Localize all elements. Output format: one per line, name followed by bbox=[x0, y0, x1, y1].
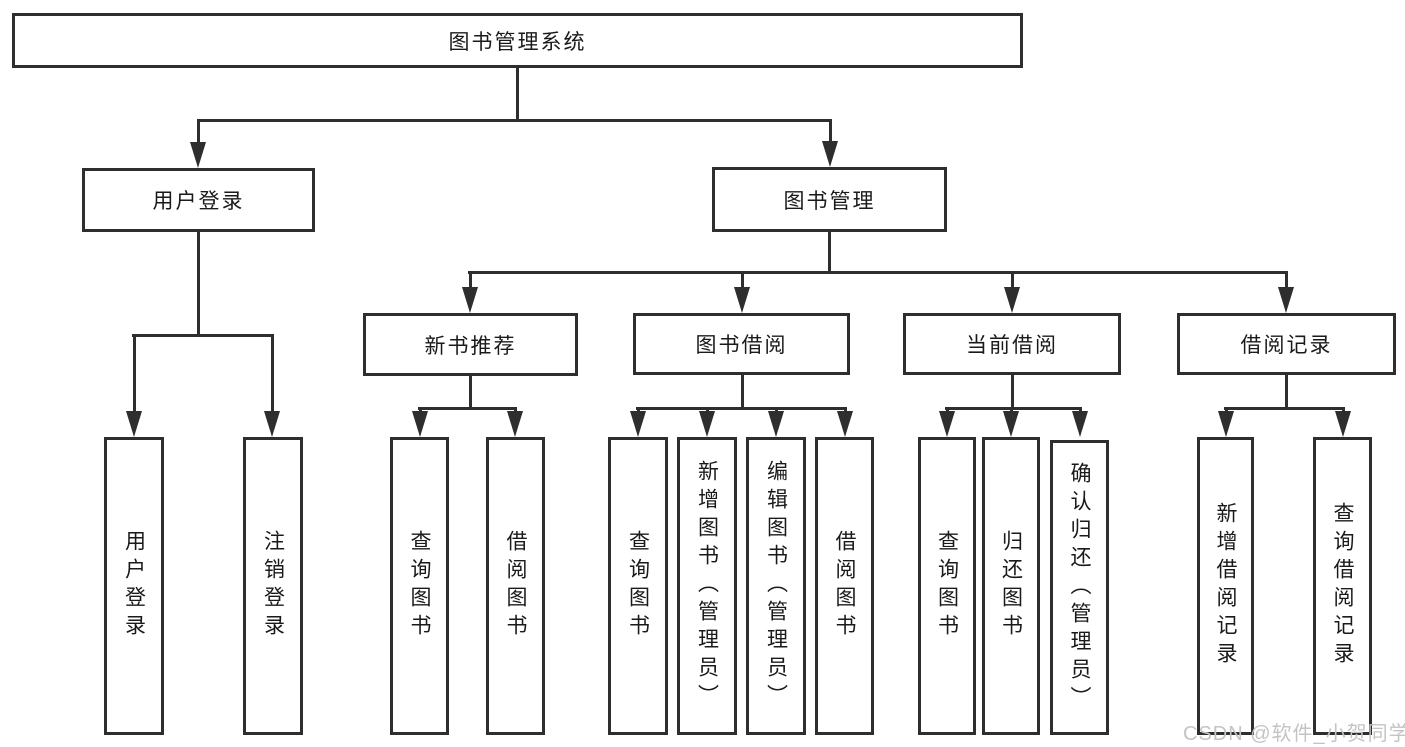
leaf-logout-login: 注销登录 bbox=[243, 437, 303, 735]
node-borrowing-records: 借阅记录 bbox=[1177, 313, 1396, 375]
connector-arrow-shaft bbox=[469, 271, 472, 291]
node-label: 编辑图书（管理员） bbox=[764, 460, 788, 712]
node-label: 借阅记录 bbox=[1240, 334, 1333, 357]
node-label: 注销登录 bbox=[261, 530, 285, 642]
connector-root-bus bbox=[197, 119, 831, 122]
leaf-confirm-return-admin: 确认归还（管理员） bbox=[1050, 440, 1109, 735]
connector-arrow-shaft bbox=[197, 119, 200, 145]
leaf-return-books: 归还图书 bbox=[982, 437, 1040, 735]
leaf-add-book-admin: 新增图书（管理员） bbox=[677, 437, 737, 735]
connector-book-mgmt-stem bbox=[828, 230, 831, 274]
arrow-down-icon bbox=[768, 411, 784, 437]
connector-user-login-bus bbox=[132, 334, 274, 337]
connector-borrow-records-stem bbox=[1285, 373, 1288, 408]
arrow-down-icon bbox=[126, 411, 142, 437]
connector-arrow-shaft bbox=[1285, 271, 1288, 291]
arrow-down-icon bbox=[1218, 411, 1234, 437]
arrow-down-icon bbox=[507, 411, 523, 437]
node-book-borrowing: 图书借阅 bbox=[633, 313, 850, 375]
node-label: 图书借阅 bbox=[695, 334, 788, 357]
arrow-down-icon bbox=[1278, 287, 1294, 313]
connector-book-mgmt-bus bbox=[468, 271, 1287, 274]
node-library-management-system: 图书管理系统 bbox=[12, 13, 1023, 68]
node-new-book-recommendation: 新书推荐 bbox=[363, 313, 578, 376]
connector-arrow-shaft bbox=[1011, 271, 1014, 291]
arrow-down-icon bbox=[1004, 287, 1020, 313]
leaf-query-books-borrowing: 查询图书 bbox=[608, 437, 668, 735]
node-book-management: 图书管理 bbox=[712, 167, 947, 232]
node-label: 确认归还（管理员） bbox=[1068, 461, 1091, 714]
arrow-down-icon bbox=[630, 411, 646, 437]
node-label: 借阅图书 bbox=[833, 530, 856, 642]
connector-arrow-shaft bbox=[829, 119, 832, 144]
connector-current-borrow-bus bbox=[945, 407, 1082, 410]
node-label: 新增借阅记录 bbox=[1214, 502, 1237, 670]
connector-arrow-shaft bbox=[271, 334, 274, 414]
node-label: 用户登录 bbox=[122, 530, 146, 642]
connector-current-borrow-stem bbox=[1011, 373, 1014, 408]
node-label: 新增图书（管理员） bbox=[695, 460, 719, 712]
node-label: 新书推荐 bbox=[424, 334, 517, 358]
arrow-down-icon bbox=[699, 411, 715, 437]
arrow-down-icon bbox=[1335, 411, 1351, 437]
node-label: 查询图书 bbox=[626, 530, 650, 642]
arrow-down-icon bbox=[1003, 411, 1019, 437]
leaf-user-login: 用户登录 bbox=[104, 437, 164, 735]
leaf-add-borrow-record: 新增借阅记录 bbox=[1197, 437, 1254, 735]
arrow-down-icon bbox=[412, 411, 428, 437]
node-label: 借阅图书 bbox=[504, 530, 527, 642]
leaf-query-borrow-record: 查询借阅记录 bbox=[1313, 437, 1372, 735]
connector-arrow-shaft bbox=[133, 334, 136, 414]
leaf-edit-book-admin: 编辑图书（管理员） bbox=[746, 437, 806, 735]
connector-user-login-stem bbox=[197, 230, 200, 335]
node-current-borrowing: 当前借阅 bbox=[903, 313, 1121, 375]
leaf-query-books-current: 查询图书 bbox=[918, 437, 976, 735]
connector-book-borrow-bus bbox=[636, 407, 847, 410]
arrow-down-icon bbox=[939, 411, 955, 437]
csdn-watermark: CSDN @软件_小贺同学 bbox=[1183, 723, 1405, 745]
node-label: 查询图书 bbox=[935, 530, 959, 642]
leaf-query-books-recommendation: 查询图书 bbox=[390, 437, 449, 735]
connector-arrow-shaft bbox=[741, 271, 744, 291]
connector-new-rec-bus bbox=[418, 407, 517, 410]
arrow-down-icon bbox=[837, 411, 853, 437]
arrow-down-icon bbox=[734, 287, 750, 313]
arrow-down-icon bbox=[264, 411, 280, 437]
node-user-login: 用户登录 bbox=[82, 168, 315, 232]
connector-borrow-records-bus bbox=[1224, 407, 1345, 410]
arrow-down-icon bbox=[822, 141, 838, 167]
connector-new-rec-stem bbox=[469, 374, 472, 408]
arrow-down-icon bbox=[190, 142, 206, 168]
arrow-down-icon bbox=[462, 287, 478, 313]
node-label: 用户登录 bbox=[152, 190, 245, 213]
node-label: 查询借阅记录 bbox=[1331, 502, 1354, 670]
node-label: 图书管理系统 bbox=[448, 30, 587, 54]
connector-book-borrow-stem bbox=[741, 373, 744, 408]
node-label: 查询图书 bbox=[408, 530, 431, 642]
leaf-borrow-books-recommendation: 借阅图书 bbox=[486, 437, 545, 735]
node-label: 当前借阅 bbox=[966, 334, 1058, 357]
leaf-borrow-books-borrowing: 借阅图书 bbox=[815, 437, 874, 735]
node-label: 归还图书 bbox=[999, 530, 1023, 642]
connector-root-stem bbox=[516, 66, 519, 120]
node-label: 图书管理 bbox=[783, 189, 876, 213]
arrow-down-icon bbox=[1072, 411, 1088, 437]
